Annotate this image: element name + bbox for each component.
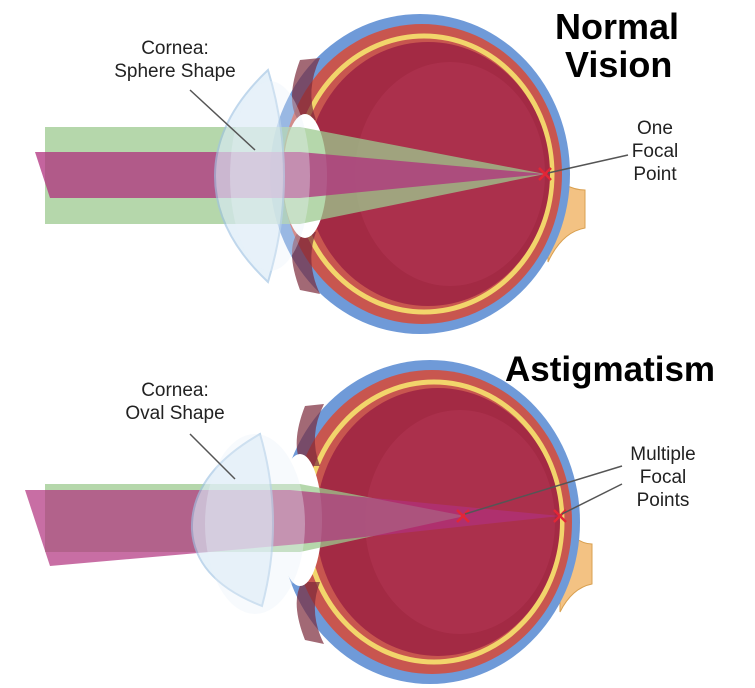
focal-line3: Point (610, 164, 700, 187)
lens-overlay (230, 81, 310, 271)
astigmatism-title: Astigmatism (505, 352, 715, 389)
focal-line2: Focal (610, 141, 700, 164)
multiple-focal-points-label: Multiple Focal Points (608, 444, 718, 512)
normal-vision-panel: Normal Vision Cornea: Sphere Shape One F… (0, 0, 755, 344)
cornea-sphere-line2: Sphere Shape (90, 61, 260, 84)
astigmatism-panel: Astigmatism Cornea: Oval Shape Multiple … (0, 344, 755, 688)
cornea-oval-line1: Cornea: (90, 380, 260, 403)
focal-line1: One (610, 118, 700, 141)
normal-vision-title: Normal Vision (555, 8, 679, 84)
multi-focal-line3: Points (608, 490, 718, 513)
cornea-sphere-label: Cornea: Sphere Shape (90, 38, 260, 84)
cornea-oval-line2: Oval Shape (90, 403, 260, 426)
multi-focal-line1: Multiple (608, 444, 718, 467)
multi-focal-line2: Focal (608, 467, 718, 490)
one-focal-point-label: One Focal Point (610, 118, 700, 186)
cornea-oval-label: Cornea: Oval Shape (90, 380, 260, 426)
lens-overlay (205, 434, 305, 614)
normal-title-line2: Vision (565, 46, 679, 84)
normal-title-line1: Normal (555, 8, 679, 46)
cornea-sphere-line1: Cornea: (90, 38, 260, 61)
